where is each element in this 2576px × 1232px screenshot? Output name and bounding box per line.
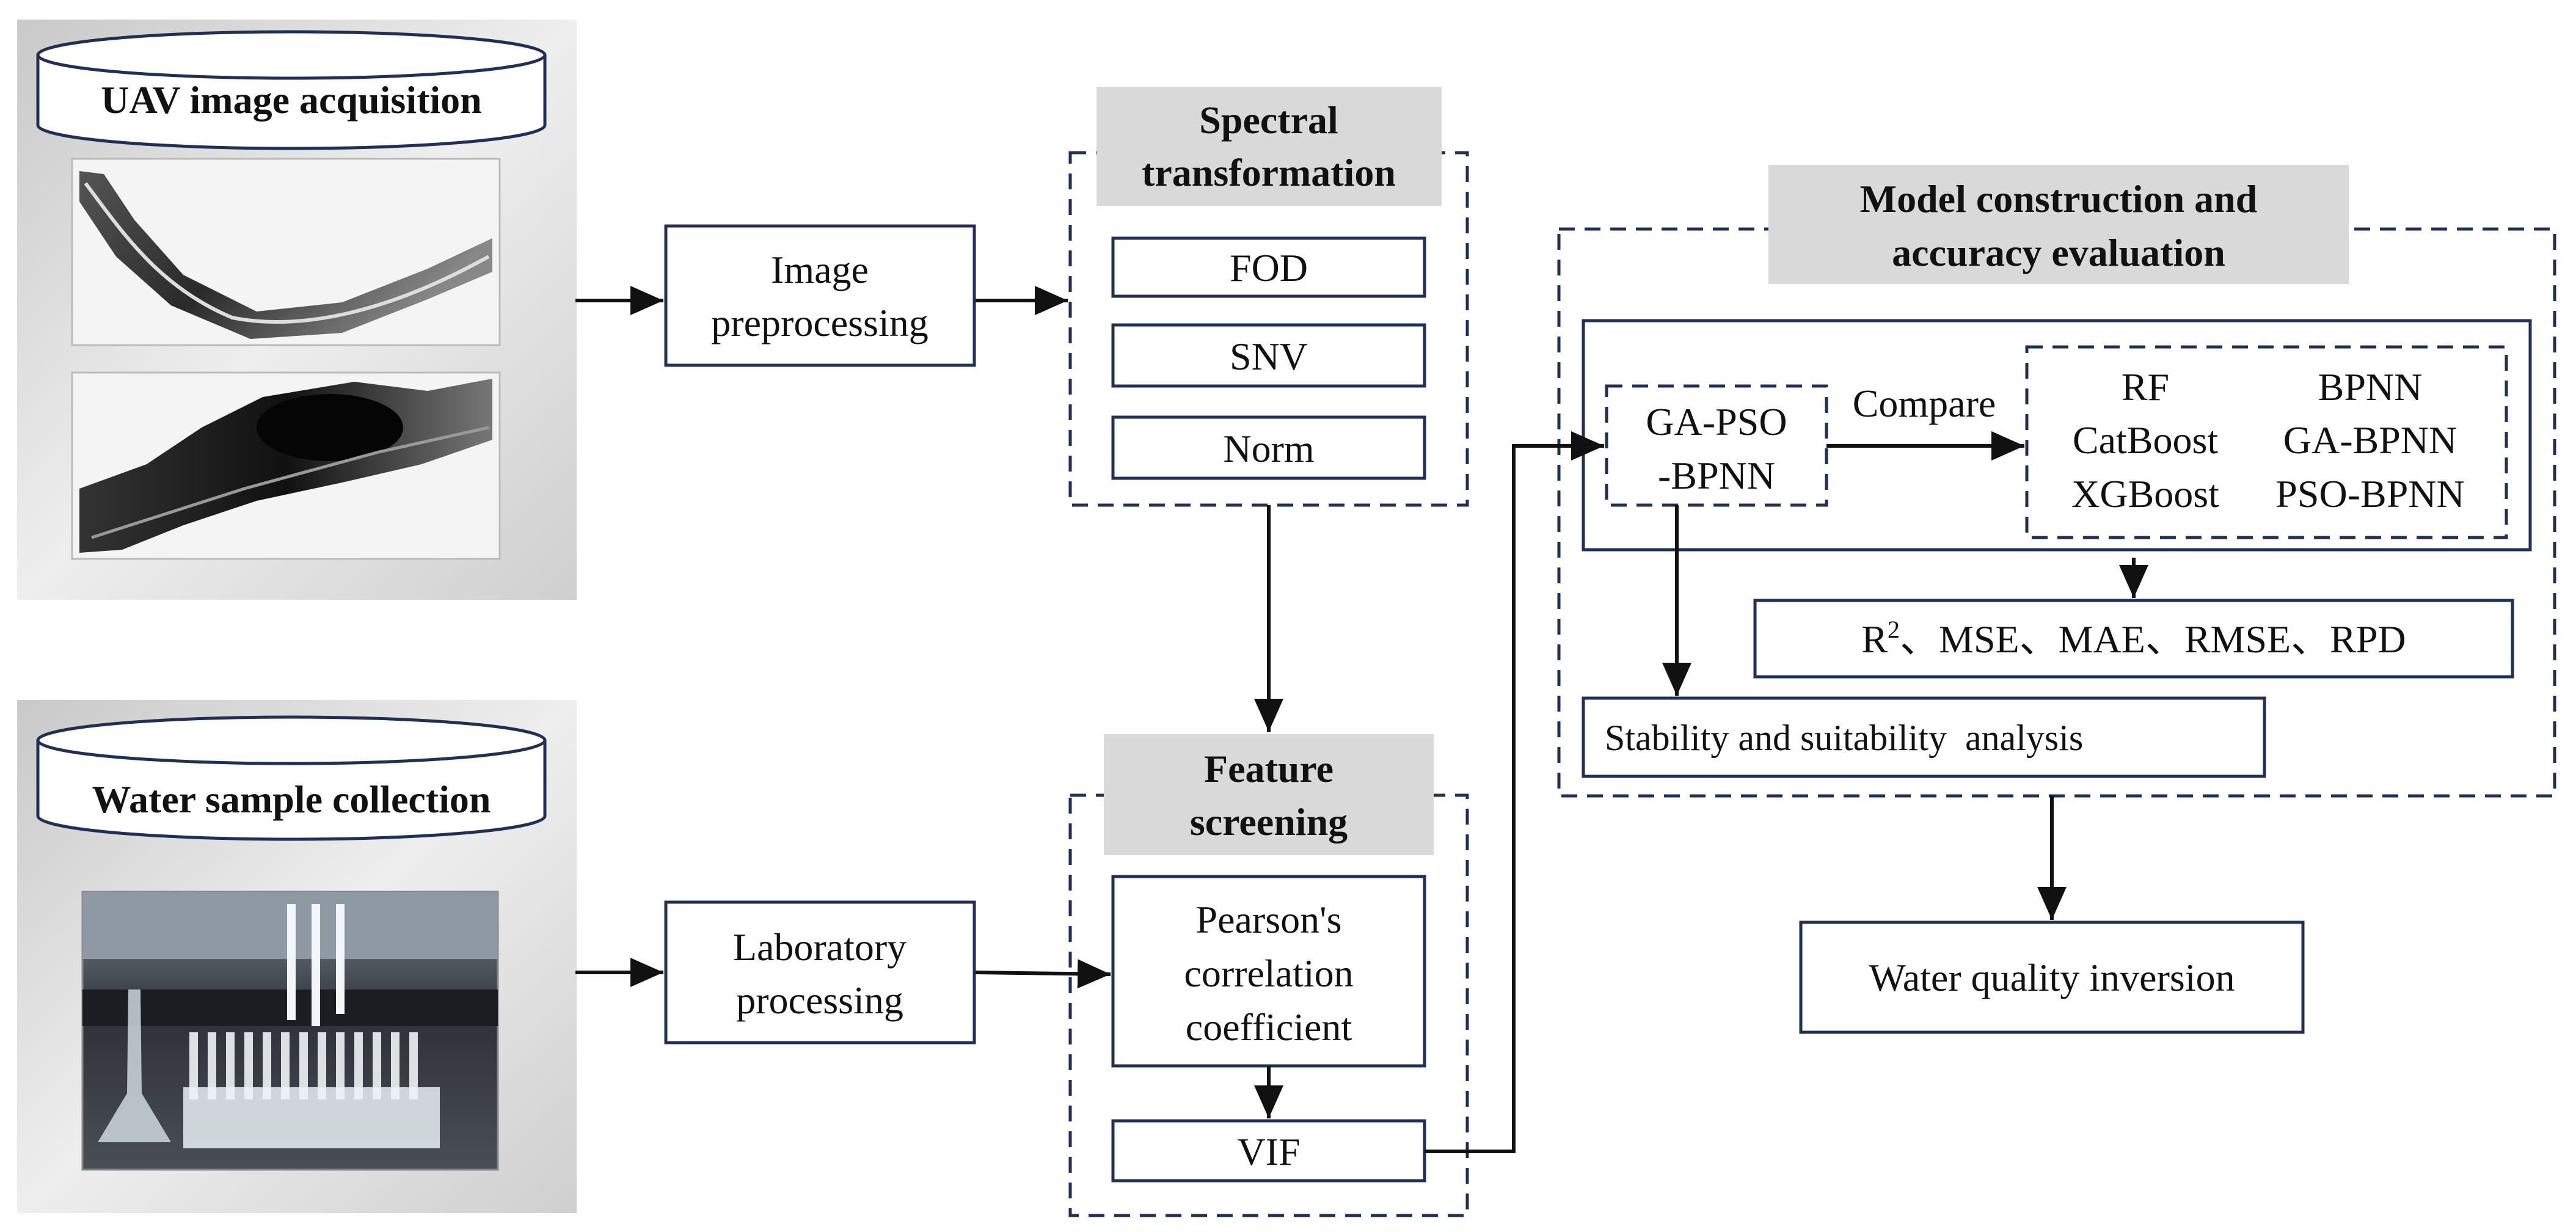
uav-title-cylinder: UAV image acquisition: [36, 30, 547, 150]
stability-label: Stability and suitability analysis: [1605, 718, 2083, 758]
vif-label: VIF: [1237, 1130, 1300, 1173]
spectral-item-fod-label: FOD: [1230, 246, 1308, 290]
spectral-item-snv-label: SNV: [1230, 335, 1308, 378]
metrics-box: R2、MSE、MAE、RMSE、RPD: [1753, 599, 2514, 679]
spectral-item-fod: FOD: [1111, 236, 1426, 298]
uav-image-1: [71, 158, 501, 346]
water-panel: Water sample collection: [17, 700, 577, 1213]
pearson-box: Pearson's correlation coefficient: [1111, 875, 1426, 1068]
spectral-item-norm: Norm: [1111, 415, 1426, 480]
compare-model-rf: RF: [2122, 365, 2169, 409]
laboratory-processing-line-2: processing: [736, 979, 903, 1022]
stability-box: Stability and suitability analysis: [1582, 696, 2266, 778]
pearson-line-3: coefficient: [1186, 1005, 1352, 1049]
pearson-line-2: correlation: [1184, 952, 1353, 995]
spectral-title-line-1: Spectral: [1199, 98, 1338, 142]
arrow-laboratory-to-pearson: [975, 959, 1111, 989]
ga-pso-bpnn-box: GA-PSO -BPNN: [1605, 384, 1828, 507]
feature-screening-group: Feature screening Pearson's correlation …: [1068, 734, 1469, 1217]
spectral-title-line-2: transformation: [1142, 151, 1396, 194]
spectral-transformation-group: Spectral transformation FOD SNV Norm: [1068, 87, 1469, 507]
lab-photo: [81, 891, 499, 1171]
uav-image-2: [71, 371, 501, 560]
laboratory-processing-box: Laboratory processing: [664, 900, 976, 1044]
vif-box: VIF: [1111, 1119, 1426, 1183]
feature-title-line-1: Feature: [1204, 747, 1334, 790]
metrics-r: R: [1861, 618, 1888, 661]
uav-title: UAV image acquisition: [101, 78, 482, 122]
compare-models-box: RF BPNN CatBoost GA-BPNN XGBoost PSO-BPN…: [2025, 345, 2508, 539]
compare-model-catboost: CatBoost: [2073, 418, 2218, 462]
image-preprocessing-line-1: Image: [771, 248, 869, 291]
arrow-vif-to-model: [1425, 431, 1604, 1153]
compare-model-pso-bpnn: PSO-BPNN: [2275, 472, 2464, 516]
spectral-item-snv: SNV: [1111, 323, 1426, 388]
ga-pso-bpnn-line-1: GA-PSO: [1646, 400, 1787, 443]
ga-pso-bpnn-line-2: -BPNN: [1658, 454, 1775, 497]
connectors: [575, 286, 2148, 1153]
laboratory-processing-line-1: Laboratory: [733, 925, 907, 969]
image-preprocessing-line-2: preprocessing: [711, 301, 928, 344]
feature-title-line-2: screening: [1190, 800, 1348, 844]
water-quality-inversion-box: Water quality inversion: [1799, 920, 2305, 1034]
pearson-line-1: Pearson's: [1195, 898, 1341, 941]
model-title-line-1: Model construction and: [1860, 177, 2258, 221]
compare-label: Compare: [1853, 382, 1996, 425]
spectral-item-norm-label: Norm: [1223, 427, 1314, 470]
image-preprocessing-box: Image preprocessing: [664, 224, 976, 367]
compare-model-bpnn: BPNN: [2318, 365, 2423, 409]
water-quality-inversion-label: Water quality inversion: [1869, 956, 2235, 999]
water-title-cylinder: Water sample collection: [36, 715, 547, 841]
metrics-rest: 、MSE、MAE、RMSE、RPD: [1900, 618, 2406, 661]
metrics-label: R2、MSE、MAE、RMSE、RPD: [1861, 616, 2406, 661]
metrics-r-sup: 2: [1888, 616, 1900, 643]
model-group: Model construction and accuracy evaluati…: [1557, 165, 2556, 798]
compare-model-ga-bpnn: GA-BPNN: [2283, 418, 2457, 462]
uav-panel: UAV image acquisition: [17, 20, 577, 600]
water-title: Water sample collection: [92, 778, 491, 821]
compare-model-xgboost: XGBoost: [2071, 472, 2219, 516]
model-title-line-2: accuracy evaluation: [1892, 231, 2225, 274]
